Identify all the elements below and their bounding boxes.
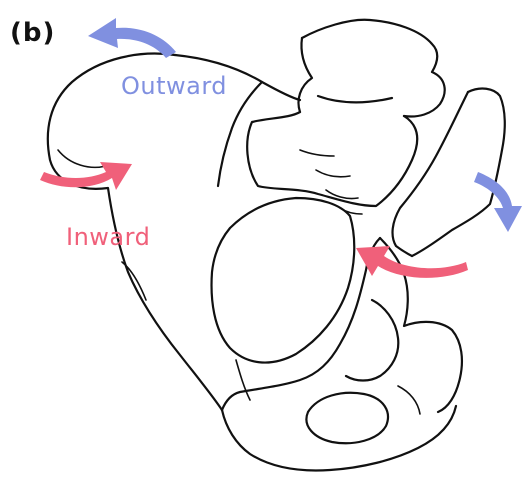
panel-label: (b): [10, 18, 55, 48]
curved-arrow-inward-right-icon: [356, 246, 468, 278]
curved-arrow-outward-right-icon: [474, 172, 522, 232]
curved-arrow-inward-icon: [40, 162, 132, 190]
curved-arrow-outward-icon: [88, 18, 176, 58]
inward-label: Inward: [66, 223, 150, 251]
outward-label: Outward: [121, 72, 227, 100]
